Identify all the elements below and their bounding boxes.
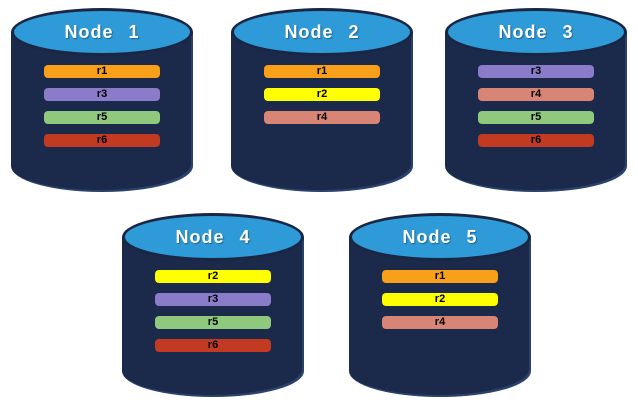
replica-label: r2: [316, 88, 328, 100]
replica-label: r4: [316, 111, 328, 123]
replica-bar: r4: [478, 88, 594, 101]
node-label: Node 5: [402, 226, 478, 247]
replica-bar: r3: [478, 65, 594, 78]
replica-bar: r1: [264, 65, 380, 78]
replica-bar-stack: r1 r3 r5 r6: [44, 65, 160, 147]
replica-bar: r4: [382, 316, 498, 329]
replica-label: r2: [207, 270, 219, 282]
replica-bar-stack: r3 r4 r5 r6: [478, 65, 594, 147]
replica-bar: r6: [155, 339, 271, 352]
replica-label: r3: [96, 88, 108, 100]
replica-bar-stack: r1 r2 r4: [382, 270, 498, 329]
replica-bar-stack: r1 r2 r4: [264, 65, 380, 124]
database-node: Node 4 r2 r3 r5 r6: [122, 213, 304, 397]
replica-bar: r5: [155, 316, 271, 329]
node-label: Node 3: [498, 21, 574, 42]
database-node: Node 5 r1 r2 r4: [349, 213, 531, 397]
replica-bar: r3: [155, 293, 271, 306]
replica-label: r2: [434, 293, 446, 305]
replica-bar: r2: [155, 270, 271, 283]
replica-label: r6: [530, 134, 542, 146]
node-label: Node 2: [284, 21, 360, 42]
replica-bar: r4: [264, 111, 380, 124]
replica-label: r3: [530, 65, 542, 77]
database-cylinder-top-ellipse: Node 5: [349, 213, 531, 261]
replica-bar: r2: [382, 293, 498, 306]
database-cylinder-top-ellipse: Node 4: [122, 213, 304, 261]
replica-bar: r6: [478, 134, 594, 147]
replica-bar: r2: [264, 88, 380, 101]
replica-label: r1: [96, 65, 108, 77]
replica-label: r5: [530, 111, 542, 123]
replica-bar: r1: [44, 65, 160, 78]
replica-label: r1: [434, 270, 446, 282]
replica-bar: r3: [44, 88, 160, 101]
node-label: Node 1: [64, 21, 140, 42]
replica-label: r4: [530, 88, 542, 100]
node-label: Node 4: [175, 226, 251, 247]
replica-bar: r1: [382, 270, 498, 283]
replica-label: r4: [434, 316, 446, 328]
replica-bar: r6: [44, 134, 160, 147]
replica-bar: r5: [44, 111, 160, 124]
replica-label: r5: [207, 316, 219, 328]
replica-label: r1: [316, 65, 328, 77]
database-node: Node 3 r3 r4 r5 r6: [445, 8, 627, 192]
replica-label: r6: [207, 339, 219, 351]
database-node: Node 2 r1 r2 r4: [231, 8, 413, 192]
replica-label: r3: [207, 293, 219, 305]
replica-bar-stack: r2 r3 r5 r6: [155, 270, 271, 352]
replica-bar: r5: [478, 111, 594, 124]
database-cylinder-top-ellipse: Node 3: [445, 8, 627, 56]
database-cylinder-top-ellipse: Node 2: [231, 8, 413, 56]
database-cylinder-top-ellipse: Node 1: [11, 8, 193, 56]
database-node: Node 1 r1 r3 r5 r6: [11, 8, 193, 192]
replica-label: r5: [96, 111, 108, 123]
replica-label: r6: [96, 134, 108, 146]
